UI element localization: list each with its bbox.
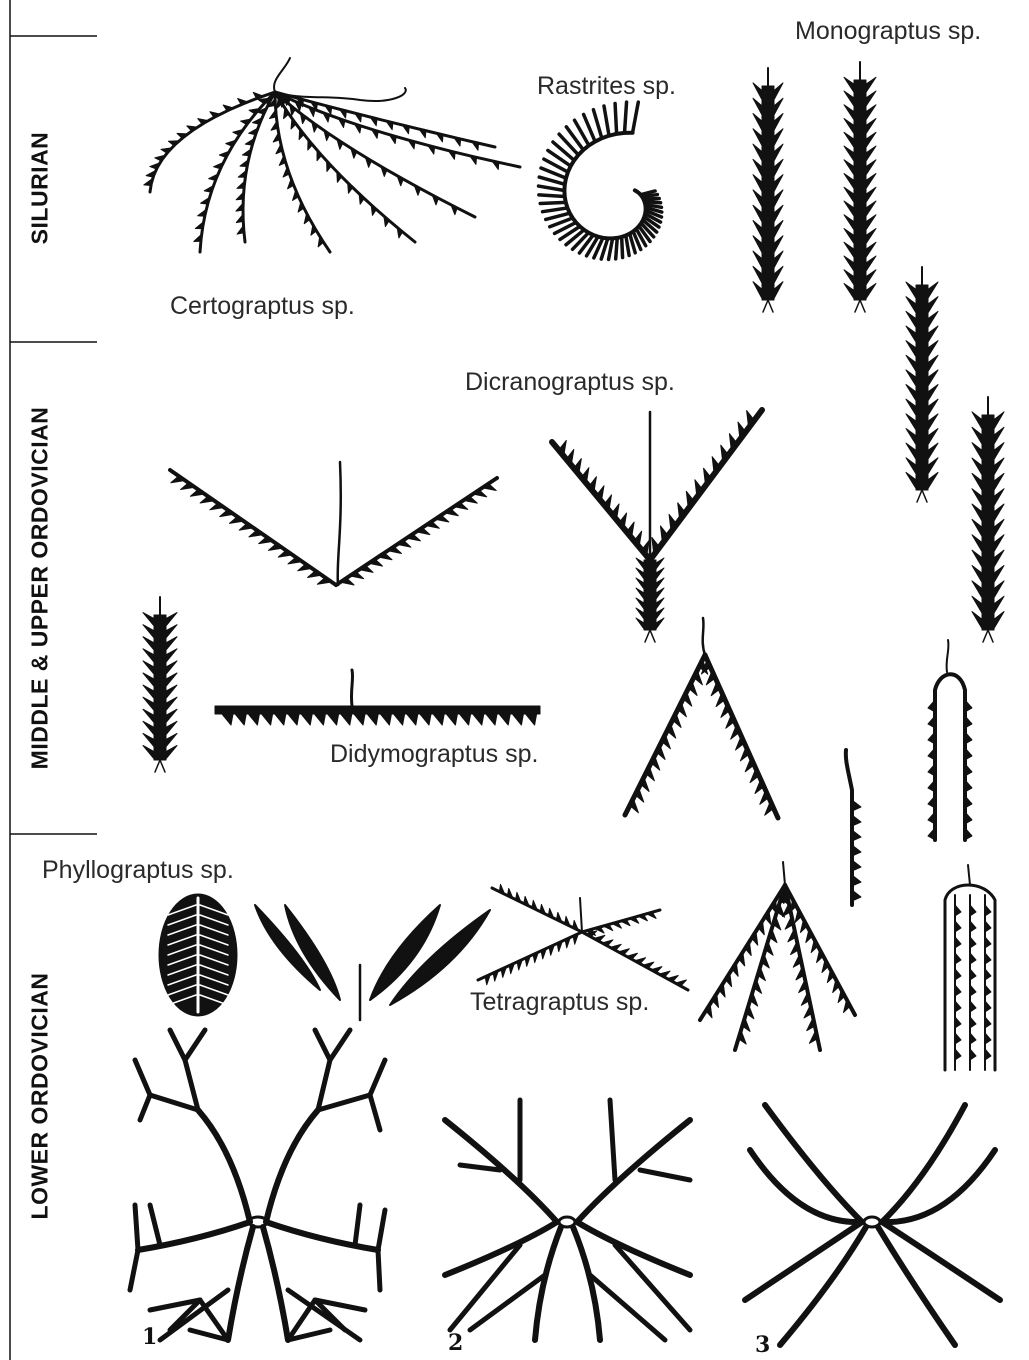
label-didymograptus: Didymograptus sp. [330, 740, 538, 769]
period-lower-ordovician: LOWER ORDOVICIAN [27, 973, 54, 1220]
monograptus-stipes-right [143, 267, 1004, 772]
certograptus-drawing [144, 58, 520, 252]
dendroid-figure-1 [130, 1030, 385, 1340]
biserial-stipe-drawing [846, 640, 972, 905]
label-rastrites: Rastrites sp. [537, 72, 676, 101]
tetraserial-stipe-drawing [945, 865, 995, 1070]
monograptus-drawing [753, 62, 876, 312]
dendroid-figure-3 [745, 1105, 1000, 1345]
didymograptus-horizontal-drawing [215, 670, 540, 725]
label-certograptus: Certograptus sp. [170, 292, 355, 321]
dicranograptus-drawing [552, 410, 762, 642]
period-middle-upper-ordovician: MIDDLE & UPPER ORDOVICIAN [27, 407, 54, 770]
figure-number-1: 1 [142, 1324, 157, 1350]
didymograptus-v-drawing [170, 462, 497, 585]
rastrites-drawing [539, 102, 662, 259]
label-tetragraptus: Tetragraptus sp. [470, 988, 649, 1017]
label-phyllograptus: Phyllograptus sp. [42, 856, 234, 885]
figure-number-2: 2 [448, 1330, 463, 1356]
dendroid-figure-2 [445, 1100, 690, 1340]
phyllograptus-drawing [160, 895, 236, 1015]
pendent-didymograptus-drawing [625, 618, 778, 818]
period-dividers [10, 0, 97, 1360]
label-monograptus: Monograptus sp. [795, 17, 981, 46]
pendent-tetragraptus-drawing [700, 862, 855, 1050]
tetragraptus-drawing [478, 884, 688, 990]
label-dicranograptus: Dicranograptus sp. [465, 368, 675, 397]
figure-number-3: 3 [755, 1332, 770, 1358]
period-silurian: SILURIAN [27, 132, 54, 245]
phyllograptus-fan-drawing [255, 905, 490, 1020]
